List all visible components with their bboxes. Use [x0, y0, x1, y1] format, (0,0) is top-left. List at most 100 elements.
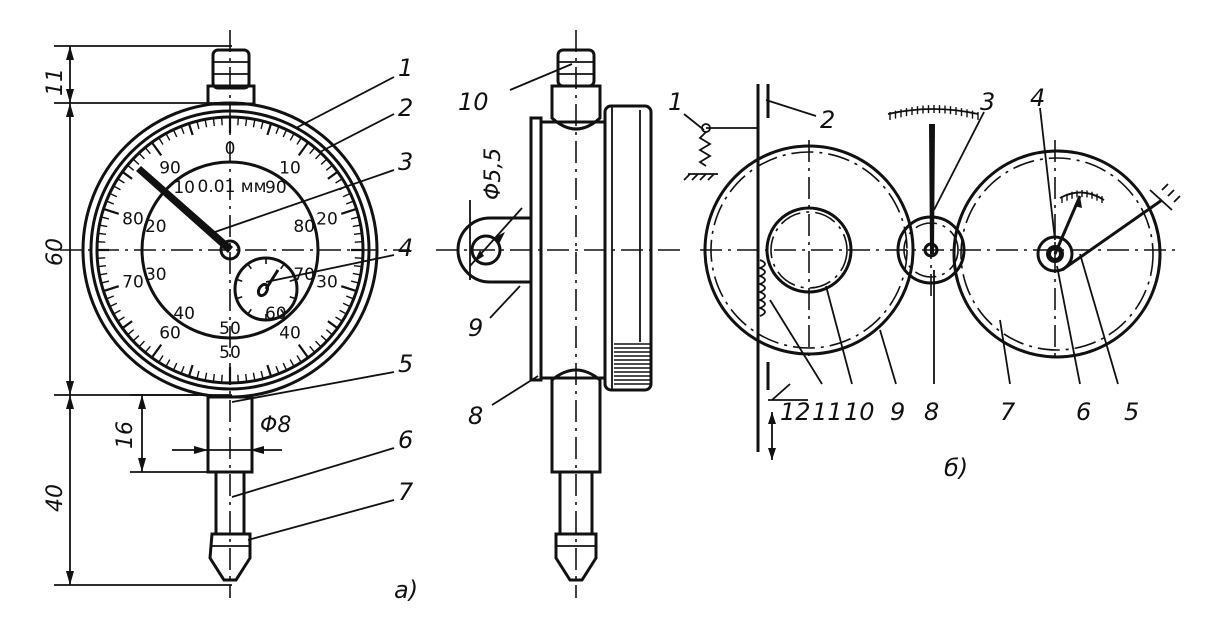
counter-tick [236, 278, 243, 283]
dial-tick [327, 170, 339, 180]
dial-tick [309, 345, 316, 353]
dial-tick [204, 119, 208, 128]
label-b-5: 5 [1124, 398, 1139, 426]
dial-tick [309, 147, 316, 155]
dial-tick [132, 158, 140, 165]
dial-tick [252, 372, 256, 381]
dial-tick [339, 309, 347, 315]
dial-inner-number: 70 [293, 265, 315, 285]
dial-tick [352, 224, 361, 228]
dial-tick [266, 123, 273, 136]
dial-tick [340, 285, 357, 293]
dial-tick [132, 335, 140, 342]
dial-tick [342, 302, 351, 308]
dial-tick [296, 355, 302, 363]
dial-tick [260, 121, 264, 130]
dial-tick [282, 129, 288, 138]
dial-tick [354, 240, 363, 243]
counter-scale-ticks [1061, 190, 1103, 203]
dial-tick [187, 123, 194, 136]
counter-tick [280, 308, 285, 315]
dial-tick [353, 264, 363, 268]
view-side: Φ5,5 10 9 8 [436, 30, 680, 598]
label-a-1: 1 [398, 54, 413, 82]
label-side-9: 9 [468, 314, 483, 342]
caption-a: а) [394, 576, 418, 604]
label-a-5: 5 [398, 350, 413, 378]
label-a-7: 7 [398, 478, 414, 506]
spring [698, 131, 712, 167]
dial-tick [350, 216, 359, 220]
dial-tick [97, 257, 106, 260]
dial-tick [289, 133, 295, 141]
dial-tick [244, 117, 248, 127]
dial-tick [172, 362, 178, 371]
dial-inner-number: 20 [145, 217, 167, 237]
dial-tick [335, 178, 343, 184]
dial-tick [109, 192, 118, 198]
dial-tick [354, 257, 363, 260]
dim-40: 40 [43, 484, 68, 512]
label-b-2: 2 [820, 106, 835, 134]
dial-tick [212, 117, 216, 127]
dial-tick [103, 207, 120, 215]
dial-outer-number: 60 [159, 324, 181, 344]
side-lower-stem [550, 368, 602, 474]
dial-inner-number: 30 [145, 265, 167, 285]
side-tip [554, 532, 598, 582]
label-b-6: 6 [1076, 398, 1091, 426]
dim-phi8: Φ8 [260, 413, 291, 438]
dial-outer-number: 10 [279, 158, 301, 178]
dial-tick [117, 178, 125, 184]
dial-tick [180, 126, 185, 135]
contact-tip [208, 532, 252, 582]
dial-tick [282, 362, 288, 371]
dial-tick [97, 264, 107, 268]
dial-tick [121, 170, 133, 180]
label-a-4: 4 [398, 234, 413, 262]
dial-tick [113, 185, 121, 191]
dim-11: 11 [43, 68, 68, 96]
dial-tick [106, 200, 115, 205]
dial-tick [165, 133, 171, 141]
label-b-8: 8 [924, 398, 939, 426]
counter-tick [289, 278, 296, 283]
side-bezel [603, 104, 653, 392]
dial-tick [220, 117, 223, 126]
dial-outer-number: 30 [316, 273, 338, 293]
dial-tick [297, 141, 310, 156]
dial-outer-number: 50 [219, 343, 241, 363]
label-b-3: 3 [980, 88, 995, 116]
dial-tick [289, 359, 295, 367]
dial-tick [345, 200, 354, 205]
dial-tick [138, 340, 145, 348]
dial-tick [106, 295, 115, 300]
label-b-9: 9 [890, 398, 905, 426]
dial-tick [325, 329, 333, 336]
dial-tick [353, 232, 363, 236]
main-scale-arc [887, 108, 979, 115]
dial-tick [127, 329, 135, 336]
label-a-3: 3 [398, 148, 413, 176]
dim-phi5-5: Φ5,5 [481, 148, 506, 200]
dim-16: 16 [113, 421, 138, 449]
dial-tick [335, 316, 343, 322]
rack-teeth [757, 259, 766, 317]
dial-tick [103, 285, 120, 293]
dial-outer-number: 90 [159, 158, 181, 178]
dial-tick [187, 364, 194, 377]
dial-tick [121, 320, 133, 330]
dial-tick [117, 316, 125, 322]
top-cap [211, 48, 251, 90]
view-b-mechanism: 1 2 3 4 5 6 7 8 9 10 11 12 б) [668, 84, 1181, 482]
dial-tick [244, 373, 248, 383]
dial-unit-text: 0.01 мм [198, 177, 267, 197]
dial-tick [237, 374, 240, 383]
dial-tick [297, 344, 310, 359]
dial-tick [158, 355, 164, 363]
dial-tick [260, 370, 264, 379]
dim-60: 60 [43, 238, 68, 266]
main-scale-ticks [889, 105, 979, 120]
counter-tick [280, 263, 285, 270]
